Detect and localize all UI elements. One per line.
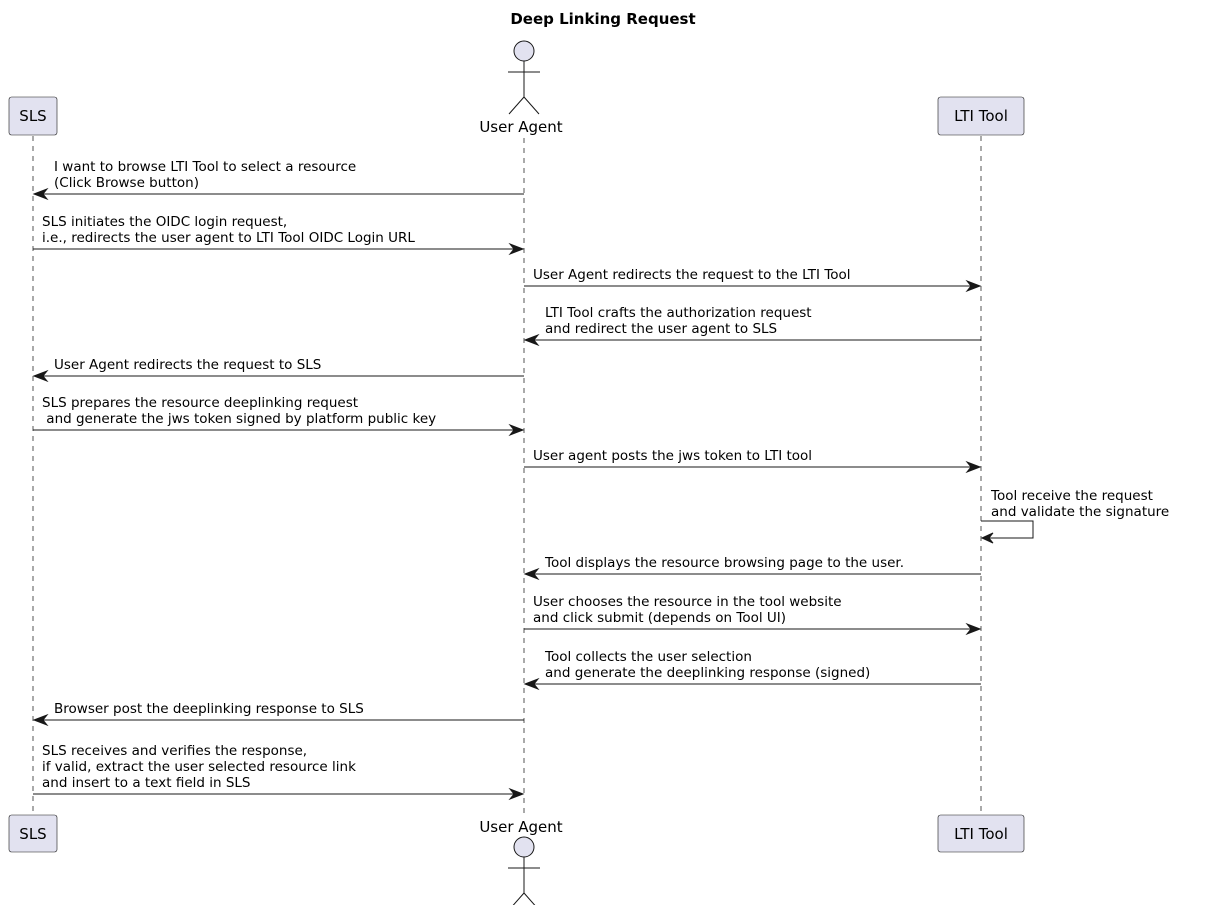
message-4-arrowhead <box>523 333 540 347</box>
message-5-arrowhead <box>32 369 49 383</box>
message-10: User chooses the resource in the tool we… <box>524 594 982 636</box>
user-agent-stick-figure-bottom-icon <box>508 836 540 905</box>
message-13-arrowhead <box>508 787 525 801</box>
actor-user-agent-bottom: User Agent <box>479 818 563 905</box>
message-9-label-line-1: Tool displays the resource browsing page… <box>544 555 904 571</box>
message-13: SLS receives and verifies the response,i… <box>33 743 525 801</box>
message-6-label-line-2: and generate the jws token signed by pla… <box>42 411 436 427</box>
message-11-label-line-2: and generate the deeplinking response (s… <box>545 665 870 681</box>
actor-user-agent-top: User Agent <box>479 40 563 136</box>
message-1-label-line-2: (Click Browse button) <box>54 175 199 191</box>
message-11-arrowhead <box>523 677 540 691</box>
message-8-arrow-line <box>981 520 1034 539</box>
message-13-label-line-3: and insert to a text field in SLS <box>42 775 251 791</box>
participant-lti-tool-bottom-label: LTI Tool <box>954 825 1008 843</box>
message-2-arrowhead <box>508 242 525 256</box>
message-10-label-line-1: User chooses the resource in the tool we… <box>533 594 842 610</box>
message-7: User agent posts the jws token to LTI to… <box>524 448 982 474</box>
diagram-title: Deep Linking Request <box>510 10 695 28</box>
message-1-label-line-1: I want to browse LTI Tool to select a re… <box>54 159 356 175</box>
message-12-label-line-1: Browser post the deeplinking response to… <box>54 701 364 717</box>
participant-lti-tool-top: LTI Tool <box>937 96 1025 136</box>
message-4-label-line-2: and redirect the user agent to SLS <box>545 321 777 337</box>
message-5-label-line-1: User Agent redirects the request to SLS <box>54 357 321 373</box>
message-7-label-line-1: User agent posts the jws token to LTI to… <box>533 448 812 464</box>
message-2-label-line-2: i.e., redirects the user agent to LTI To… <box>42 230 415 246</box>
message-12-arrowhead <box>32 713 49 727</box>
message-8-label-line-1: Tool receive the request <box>990 488 1153 504</box>
message-9: Tool displays the resource browsing page… <box>523 555 981 581</box>
participant-sls-bottom-label: SLS <box>19 825 46 843</box>
message-12: Browser post the deeplinking response to… <box>32 701 524 727</box>
participant-sls-top-label: SLS <box>19 107 46 125</box>
actor-user-agent-bottom-label: User Agent <box>479 818 562 836</box>
participant-sls-bottom: SLS <box>8 814 58 853</box>
message-9-arrowhead <box>523 567 540 581</box>
message-2: SLS initiates the OIDC login request,i.e… <box>33 214 525 256</box>
message-8-label-line-2: and validate the signature <box>991 504 1169 520</box>
message-1-arrowhead <box>32 187 49 201</box>
message-3: User Agent redirects the request to the … <box>524 267 982 293</box>
message-5: User Agent redirects the request to SLS <box>32 357 524 383</box>
participant-lti-tool-bottom: LTI Tool <box>937 814 1025 853</box>
message-6-label-line-1: SLS prepares the resource deeplinking re… <box>42 395 358 411</box>
message-3-label-line-1: User Agent redirects the request to the … <box>533 267 851 283</box>
message-6-arrowhead <box>508 423 525 437</box>
message-7-arrowhead <box>965 460 982 474</box>
message-3-arrowhead <box>965 279 982 293</box>
messages-group: I want to browse LTI Tool to select a re… <box>32 159 1169 801</box>
message-13-label-line-2: if valid, extract the user selected reso… <box>42 759 356 775</box>
message-1: I want to browse LTI Tool to select a re… <box>32 159 524 201</box>
message-2-label-line-1: SLS initiates the OIDC login request, <box>42 214 287 230</box>
message-11-label-line-1: Tool collects the user selection <box>544 649 752 665</box>
message-8-arrowhead <box>980 532 994 544</box>
user-agent-stick-figure-icon <box>508 40 540 115</box>
message-10-arrowhead <box>965 622 982 636</box>
message-4-label-line-1: LTI Tool crafts the authorization reques… <box>545 305 812 321</box>
message-4: LTI Tool crafts the authorization reques… <box>523 305 981 347</box>
message-6: SLS prepares the resource deeplinking re… <box>33 395 525 437</box>
message-10-label-line-2: and click submit (depends on Tool UI) <box>533 610 786 626</box>
message-13-label-line-1: SLS receives and verifies the response, <box>42 743 307 759</box>
participant-lti-tool-top-label: LTI Tool <box>954 107 1008 125</box>
actor-user-agent-top-label: User Agent <box>479 118 562 136</box>
participant-sls-top: SLS <box>8 96 58 136</box>
